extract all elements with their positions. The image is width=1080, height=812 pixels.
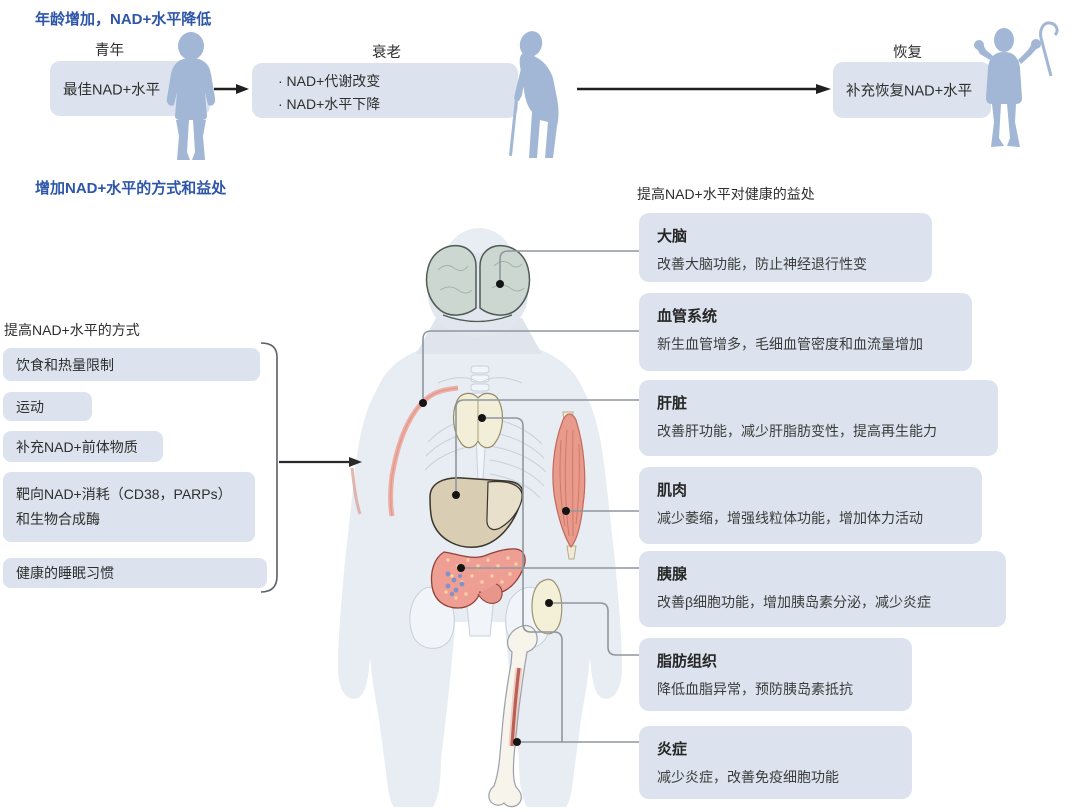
adipose-tissue-icon xyxy=(531,578,563,635)
benefit-muscle-desc: 减少萎缩，增强线粒体功能，增加体力活动 xyxy=(657,510,923,526)
femur-bone-icon xyxy=(488,624,538,808)
organ-connector-lines xyxy=(422,250,639,743)
youth-box: 最佳NAD+水平 xyxy=(50,61,210,116)
blood-vessel-icon xyxy=(350,385,459,517)
benefit-adipose-desc: 降低血脂异常，预防胰岛素抵抗 xyxy=(657,681,853,697)
method-sleep: 健康的睡眠习惯 xyxy=(3,558,267,588)
benefit-inflammation: 炎症 减少炎症，改善免疫细胞功能 xyxy=(639,726,912,799)
body-silhouette xyxy=(338,228,622,807)
method-exercise: 运动 xyxy=(3,392,92,421)
pancreas-islet-cluster xyxy=(445,571,465,597)
stage-label-recovery: 恢复 xyxy=(893,45,922,61)
youth-box-text: 最佳NAD+水平 xyxy=(63,82,161,98)
benefit-vascular: 血管系统 新生血管增多，毛细血管密度和血流量增加 xyxy=(639,293,972,371)
stage-label-aging: 衰老 xyxy=(372,45,401,61)
organ-pointer-dots xyxy=(419,280,570,746)
benefit-brain: 大脑 改善大脑功能，防止神经退行性变 xyxy=(639,213,932,282)
benefit-brain-organ: 大脑 xyxy=(657,228,688,245)
benefit-liver-desc: 改善肝功能，减少肝脂肪变性，提高再生能力 xyxy=(657,423,937,439)
benefit-vascular-desc: 新生血管增多，毛细血管密度和血流量增加 xyxy=(657,336,923,352)
recovery-box: 补充恢复NAD+水平 xyxy=(833,62,991,118)
benefit-liver-organ: 肝脏 xyxy=(657,395,688,412)
aging-box-text: · NAD+代谢改变 · NAD+水平下降 xyxy=(278,73,381,112)
methods-title: 提高NAD+水平的方式 xyxy=(4,322,140,338)
thymus-icon xyxy=(452,392,504,449)
benefit-inflammation-desc: 减少炎症，改善免疫细胞功能 xyxy=(657,769,839,785)
method-diet: 饮食和热量限制 xyxy=(3,348,260,381)
method-enzymes: 靶向NAD+消耗（CD38，PARPs） 和生物合成酶 xyxy=(3,472,255,542)
benefit-muscle-organ: 肌肉 xyxy=(657,482,688,499)
benefits-title: 提高NAD+水平对健康的益处 xyxy=(637,186,815,202)
benefit-adipose: 脂肪组织 降低血脂异常，预防胰岛素抵抗 xyxy=(639,638,912,711)
pancreas-icon xyxy=(430,548,526,609)
benefit-pancreas-organ: 胰腺 xyxy=(657,566,688,583)
recovery-box-text: 补充恢复NAD+水平 xyxy=(846,83,973,100)
benefit-pancreas-desc: 改善β细胞功能，增加胰岛素分泌，减少炎症 xyxy=(657,594,932,610)
aging-box: · NAD+代谢改变 · NAD+水平下降 xyxy=(252,63,518,118)
muscle-icon xyxy=(552,411,586,560)
pancreas-speckles xyxy=(444,556,518,600)
methods-arrow-icon xyxy=(279,457,362,467)
liver-icon xyxy=(429,477,524,548)
benefit-vascular-organ: 血管系统 xyxy=(657,308,718,325)
methods-bracket-icon xyxy=(260,342,278,593)
benefit-inflammation-organ: 炎症 xyxy=(657,741,688,758)
method-precursors: 补充NAD+前体物质 xyxy=(3,431,163,462)
benefit-brain-desc: 改善大脑功能，防止神经退行性变 xyxy=(657,256,867,272)
benefit-liver: 肝脏 改善肝功能，减少肝脂肪变性，提高再生能力 xyxy=(639,380,998,456)
brain-icon xyxy=(425,244,531,337)
benefit-adipose-organ: 脂肪组织 xyxy=(657,653,718,670)
section2-title: 增加NAD+水平的方式和益处 xyxy=(35,180,227,197)
benefit-muscle: 肌肉 减少萎缩，增强线粒体功能，增加体力活动 xyxy=(639,467,982,544)
stage-label-youth: 青年 xyxy=(95,43,124,59)
benefit-pancreas: 胰腺 改善β细胞功能，增加胰岛素分泌，减少炎症 xyxy=(639,551,1006,627)
skeleton-sketch xyxy=(409,365,551,649)
aging-flow-title: 年龄增加，NAD+水平降低 xyxy=(35,11,212,28)
